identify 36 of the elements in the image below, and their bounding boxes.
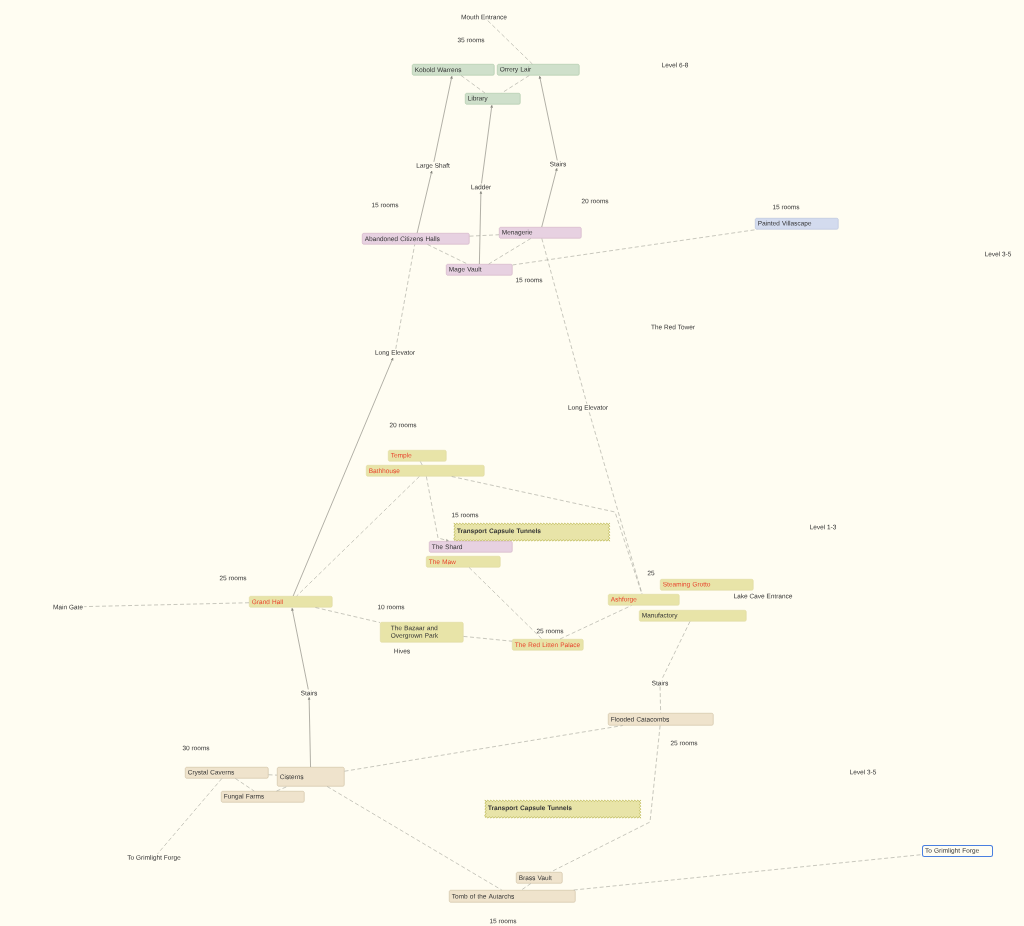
connector-line [468, 567, 543, 640]
connector-line [344, 725, 624, 772]
connector-line [157, 778, 223, 855]
connector-line [460, 75, 486, 94]
arrow [292, 357, 394, 597]
connector-line [550, 725, 661, 873]
connector-line [512, 229, 758, 266]
connector-line [487, 20, 533, 65]
arrow [308, 697, 311, 768]
connector-line [427, 244, 468, 265]
arrow [291, 608, 309, 690]
connector-line [276, 786, 288, 792]
connector-line [395, 244, 416, 350]
arrow [433, 76, 453, 163]
connector-line [659, 686, 661, 714]
connector-line [326, 786, 503, 891]
connector-line [315, 607, 381, 623]
arrow [426, 476, 449, 542]
arrow [416, 170, 433, 234]
connector-line [541, 238, 588, 405]
arrow [479, 191, 482, 265]
connector-line [521, 883, 532, 891]
connector-line [296, 476, 420, 597]
arrow [481, 105, 493, 184]
connector-line [488, 238, 532, 265]
connector-line [463, 636, 513, 642]
connector-line [469, 234, 500, 237]
connector-line [559, 605, 632, 640]
connector-line [588, 411, 643, 595]
arrow [538, 76, 558, 161]
connector-line [501, 75, 530, 94]
connector-line [451, 476, 643, 595]
connector-line [661, 621, 691, 680]
arrow [541, 168, 558, 228]
connector-line [235, 778, 255, 792]
connector-line [83, 602, 250, 607]
